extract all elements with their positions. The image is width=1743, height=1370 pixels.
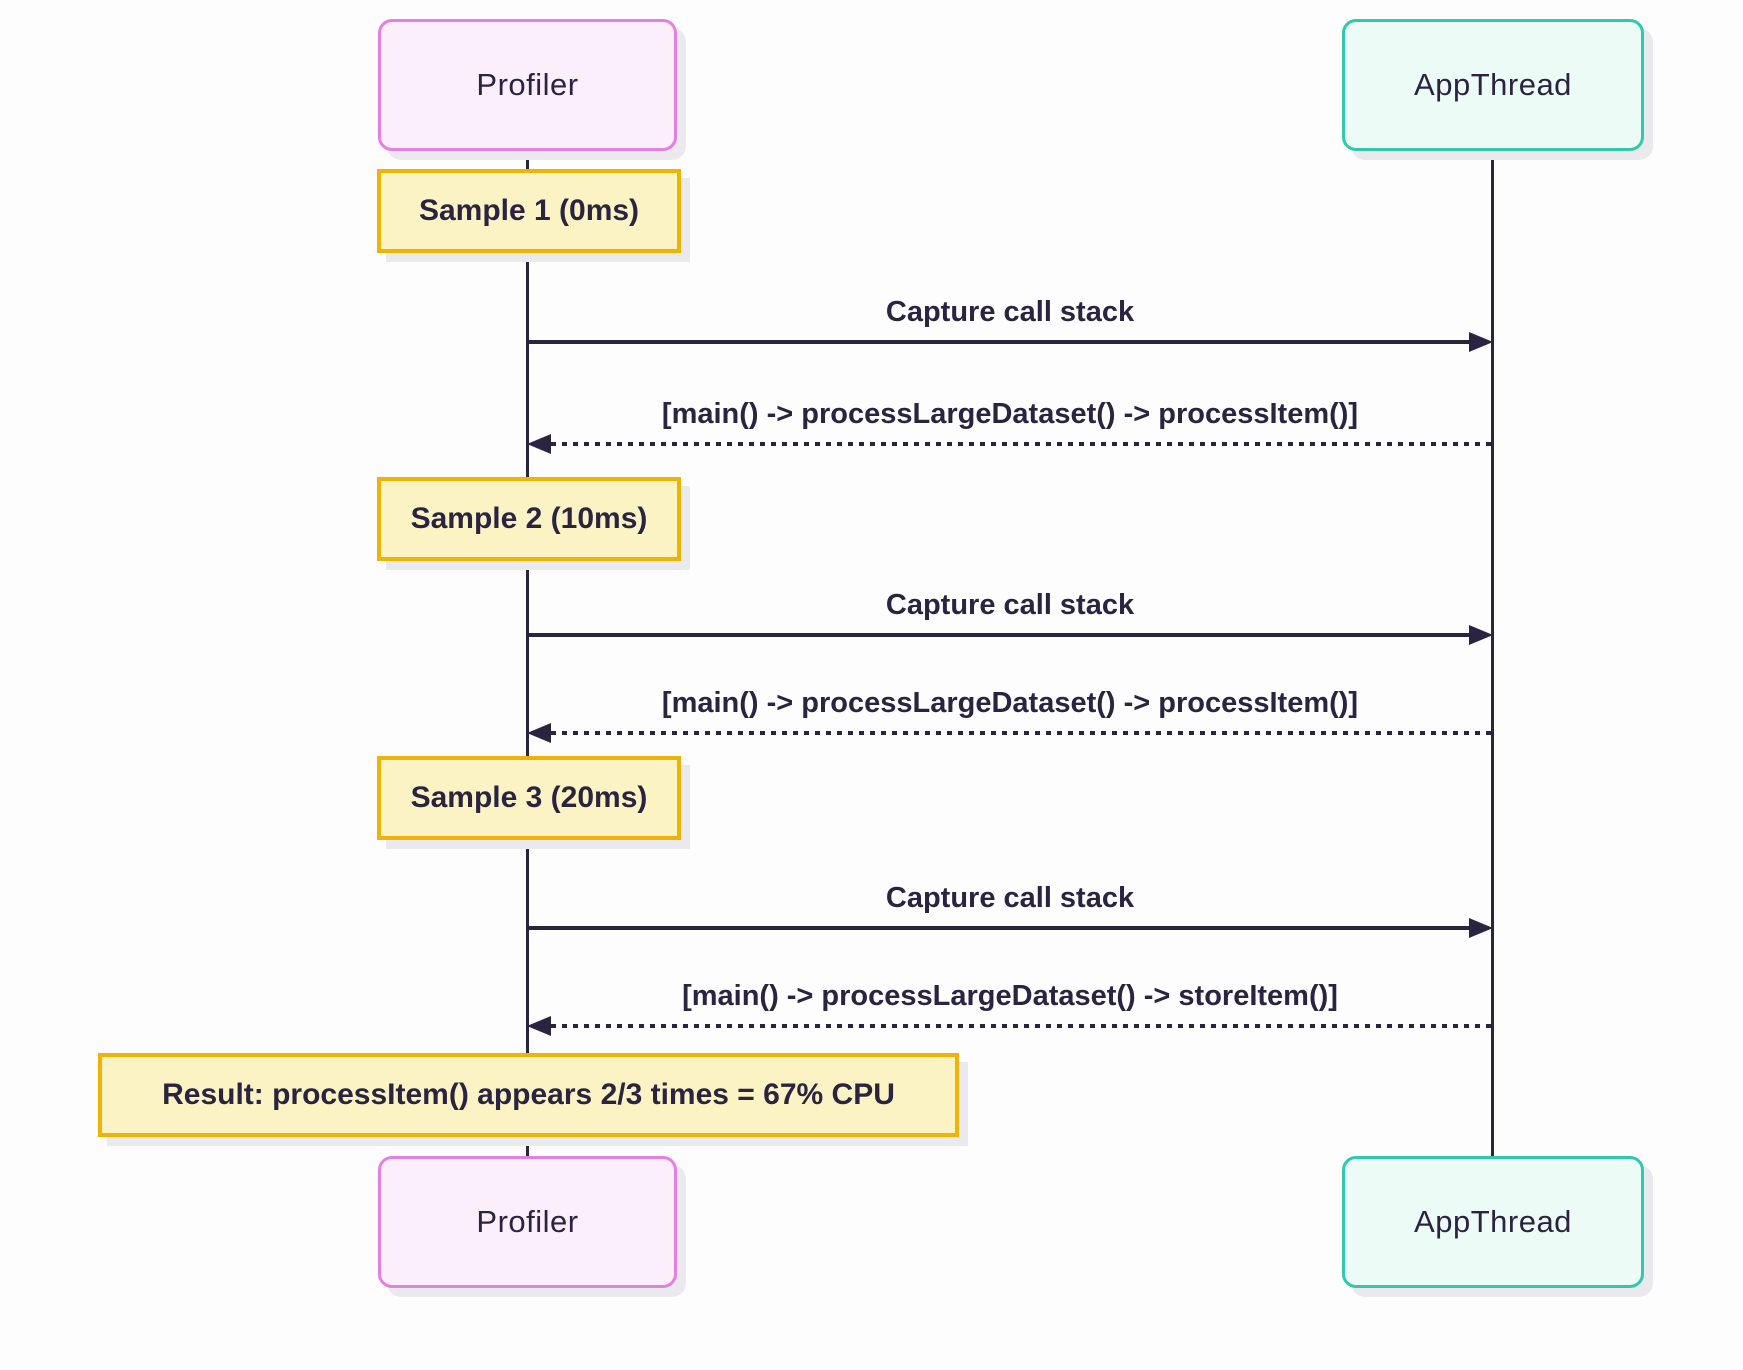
note-sample-1-label: Sample 1 (0ms)	[418, 194, 640, 227]
message-4-label: [main() -> processLargeDataset() -> proc…	[661, 687, 1359, 719]
message-6-arrowhead-icon	[527, 1016, 551, 1036]
participant-profiler-top: Profiler	[378, 19, 677, 151]
message-2-label: [main() -> processLargeDataset() -> proc…	[661, 398, 1359, 430]
participant-profiler-bottom: Profiler	[378, 1156, 677, 1288]
lifeline-appthread	[1491, 149, 1494, 1158]
message-2-line	[551, 442, 1491, 446]
note-result: Result: processItem() appears 2/3 times …	[98, 1053, 959, 1137]
lifeline-profiler	[526, 149, 529, 1158]
message-2-arrowhead-icon	[527, 434, 551, 454]
message-1-label: Capture call stack	[885, 296, 1135, 328]
note-sample-3: Sample 3 (20ms)	[377, 756, 681, 840]
message-4-arrowhead-icon	[527, 723, 551, 743]
note-sample-2: Sample 2 (10ms)	[377, 477, 681, 561]
participant-appthread-bottom: AppThread	[1342, 1156, 1644, 1288]
participant-appthread-bottom-label: AppThread	[1414, 1204, 1572, 1239]
note-sample-2-label: Sample 2 (10ms)	[410, 502, 648, 535]
message-1-arrowhead-icon	[1469, 332, 1493, 352]
message-3-arrowhead-icon	[1469, 625, 1493, 645]
message-1-line	[529, 340, 1472, 344]
note-sample-3-label: Sample 3 (20ms)	[410, 781, 648, 814]
message-3-label: Capture call stack	[885, 589, 1135, 621]
participant-appthread-top: AppThread	[1342, 19, 1644, 151]
message-5-arrowhead-icon	[1469, 918, 1493, 938]
note-result-label: Result: processItem() appears 2/3 times …	[162, 1078, 895, 1111]
message-5-line	[529, 926, 1472, 930]
note-sample-1: Sample 1 (0ms)	[377, 169, 681, 253]
message-6-label: [main() -> processLargeDataset() -> stor…	[682, 980, 1338, 1012]
participant-profiler-label: Profiler	[476, 67, 579, 102]
message-4-line	[551, 731, 1491, 735]
message-5-label: Capture call stack	[885, 882, 1135, 914]
participant-appthread-label: AppThread	[1414, 67, 1572, 102]
participant-profiler-bottom-label: Profiler	[476, 1204, 579, 1239]
message-6-line	[551, 1024, 1491, 1028]
message-3-line	[529, 633, 1472, 637]
